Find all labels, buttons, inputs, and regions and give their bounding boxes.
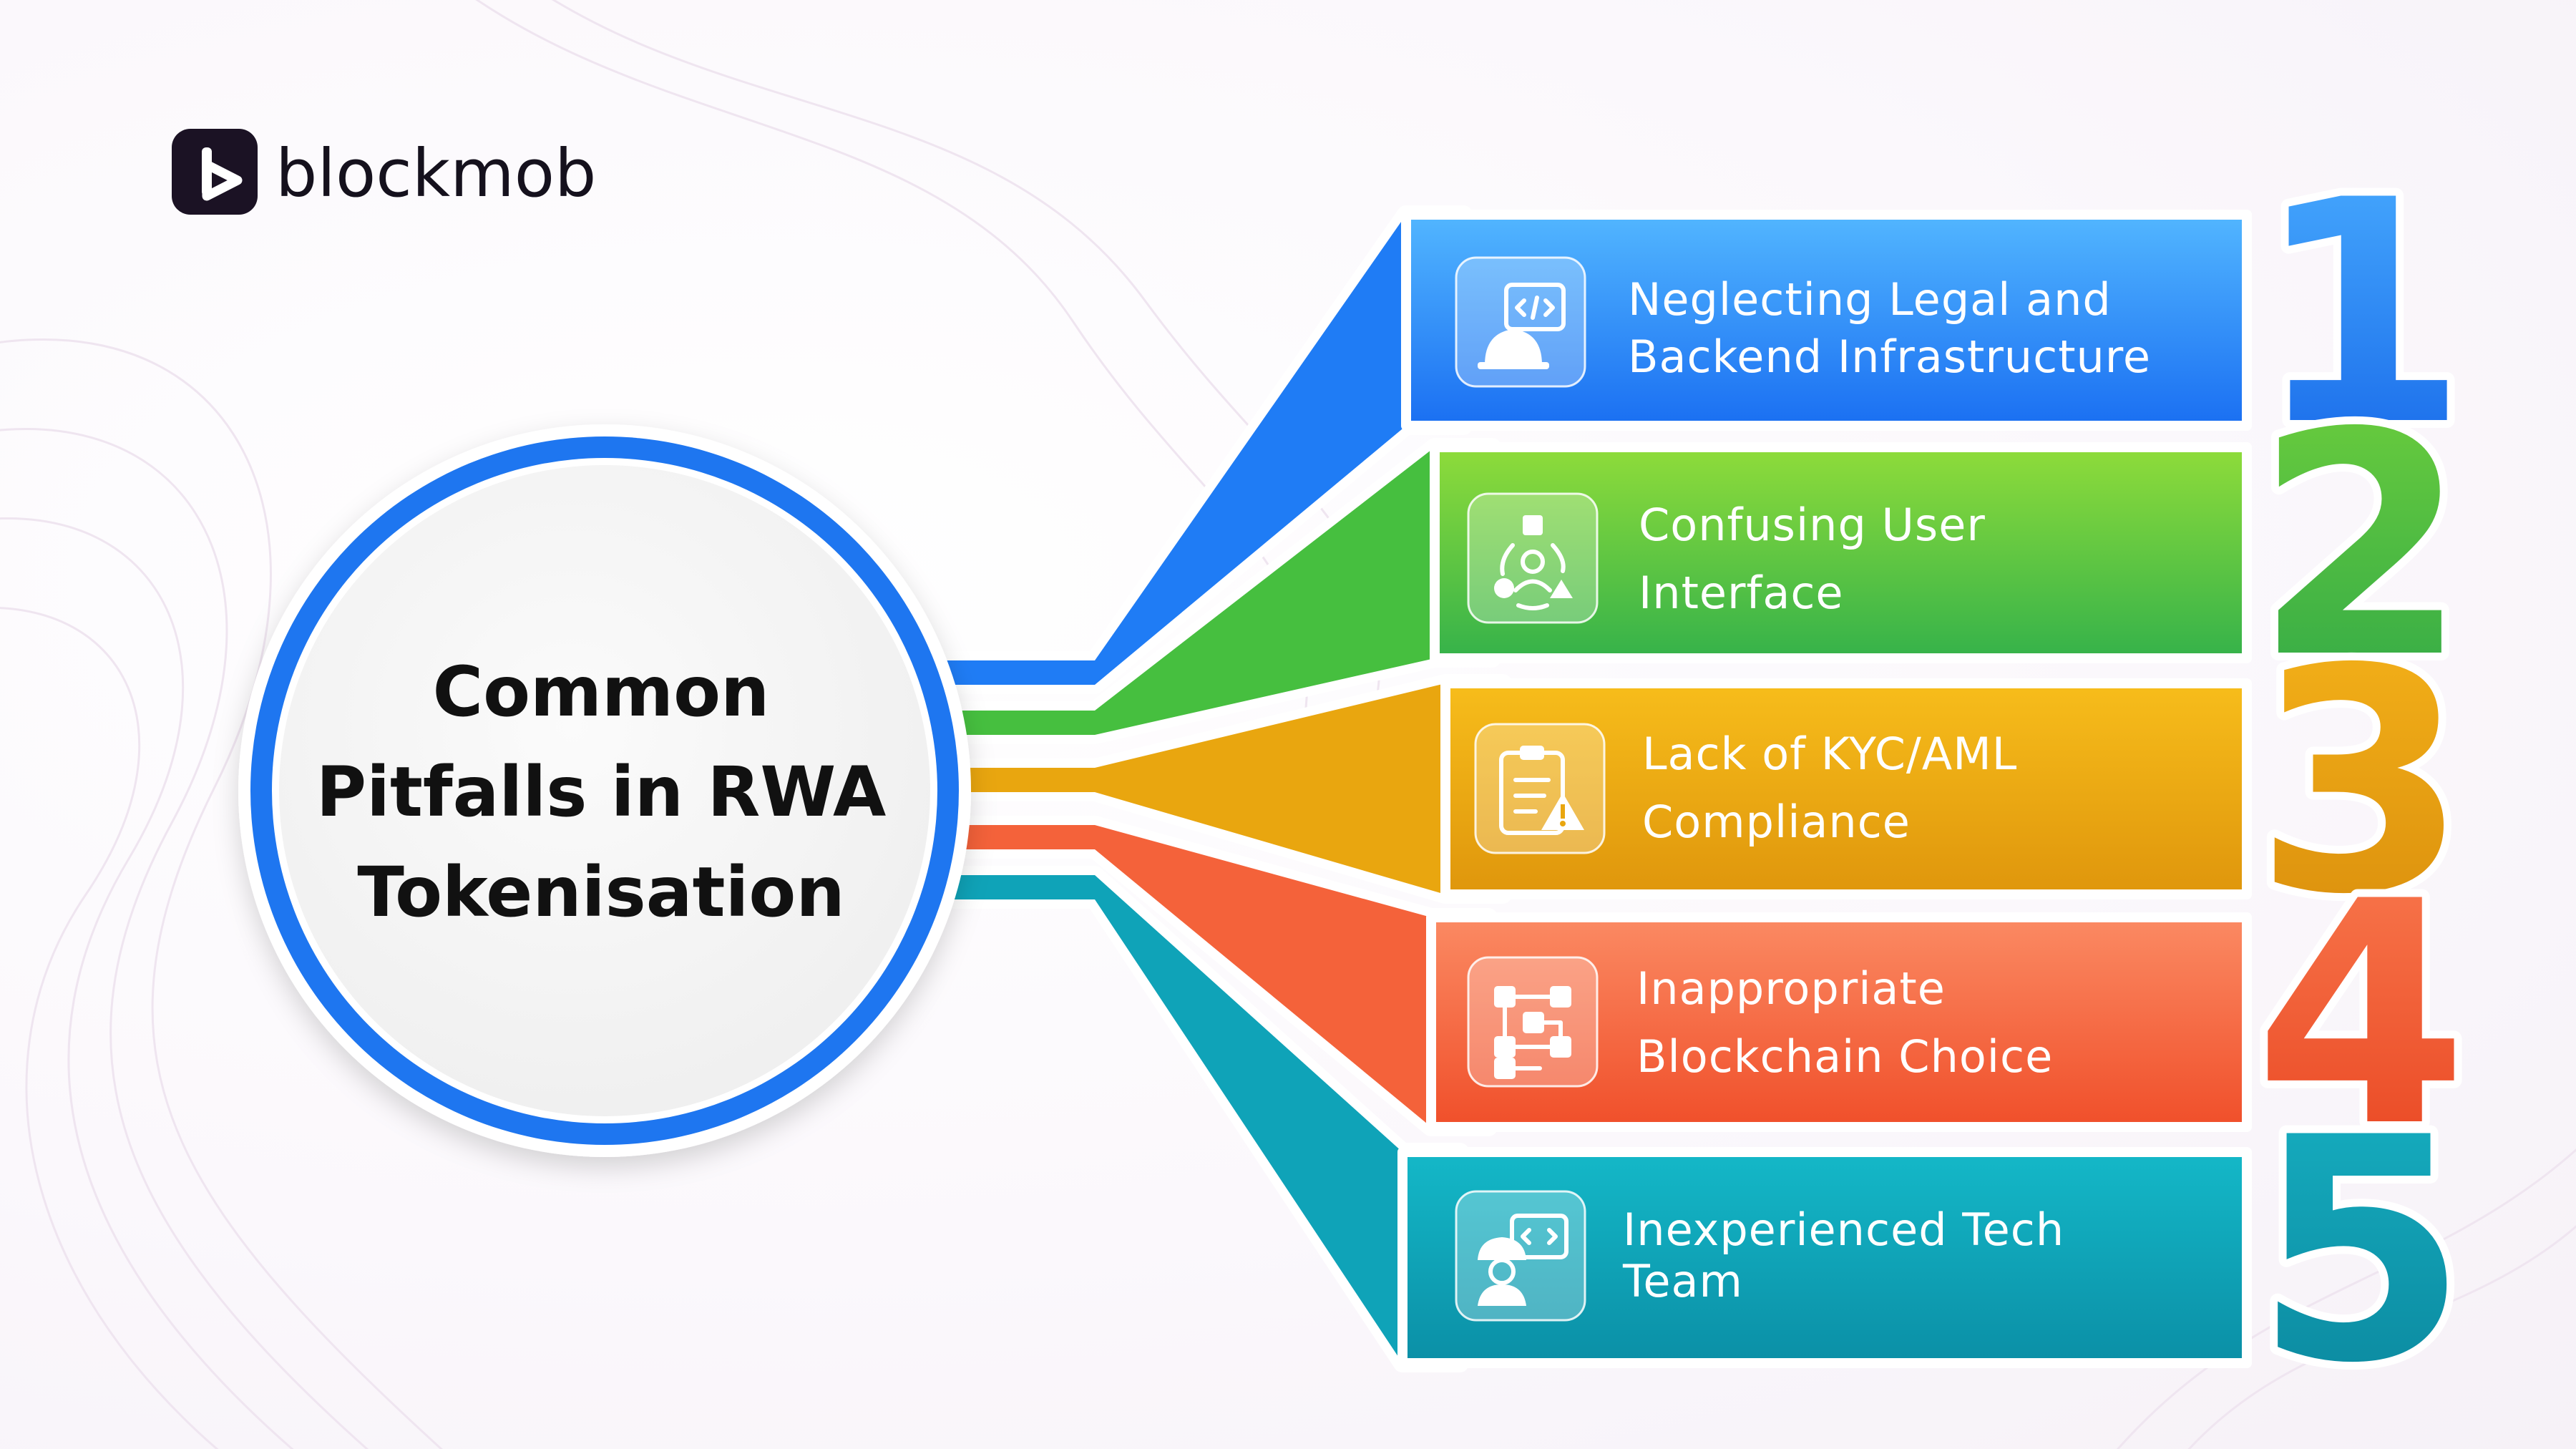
connector-strip: [923, 683, 1503, 894]
pitfall-label-line: Inappropriate: [1636, 962, 1946, 1015]
connectors: [914, 205, 1512, 1372]
user-interface-icon: [1467, 492, 1599, 624]
band-body: [1401, 210, 2252, 431]
band-body: [1426, 912, 2252, 1132]
pitfall-label-line: Blockchain Choice: [1636, 1030, 2053, 1083]
pitfall-label-line: Lack of KYC/AML: [1642, 728, 2017, 780]
pitfall-number: 5: [2254, 1073, 2468, 1430]
pitfall-band-3[interactable]: Lack of KYC/AML Compliance 3: [1440, 596, 2476, 970]
center-circle: Common Pitfalls in RWA Tokenisation: [238, 424, 971, 1157]
pitfall-number: 1: [2254, 135, 2468, 493]
pitfall-number: 2: [2254, 368, 2468, 726]
logo-b-icon: [202, 147, 243, 201]
band-body: [1440, 678, 2252, 899]
compliance-warning-icon: [1474, 723, 1606, 854]
pitfall-label-line: Confusing User: [1639, 499, 1986, 551]
center-title-line: Pitfalls in RWA: [316, 752, 887, 832]
pitfall-label-line: Inexperienced Tech: [1623, 1204, 2064, 1256]
center-title-line: Common: [433, 652, 770, 732]
band-body: [1397, 1147, 2252, 1368]
band-body: [1430, 442, 2252, 663]
pitfall-label-line: Backend Infrastructure: [1628, 331, 2151, 383]
pitfall-label-line: Team: [1622, 1255, 1743, 1307]
brand-logo[interactable]: blockmob: [172, 129, 596, 215]
blockchain-nodes-icon: [1467, 956, 1599, 1088]
pitfall-label-line: Compliance: [1642, 796, 1911, 848]
brand-name: blockmob: [275, 135, 596, 212]
pitfall-label-line: Interface: [1639, 567, 1844, 619]
developer-hardhat-icon: [1455, 256, 1586, 388]
connector-strip: [923, 875, 1460, 1363]
center-title-line: Tokenisation: [357, 852, 844, 932]
pitfall-label-line: Neglecting Legal and: [1628, 273, 2112, 326]
connector-strip: [923, 825, 1488, 1127]
pitfall-number: 4: [2254, 836, 2468, 1194]
tech-worker-icon: [1455, 1190, 1586, 1322]
connector-strip: [923, 447, 1492, 735]
connector-strip: [923, 215, 1463, 685]
pitfall-number: 3: [2254, 604, 2468, 962]
